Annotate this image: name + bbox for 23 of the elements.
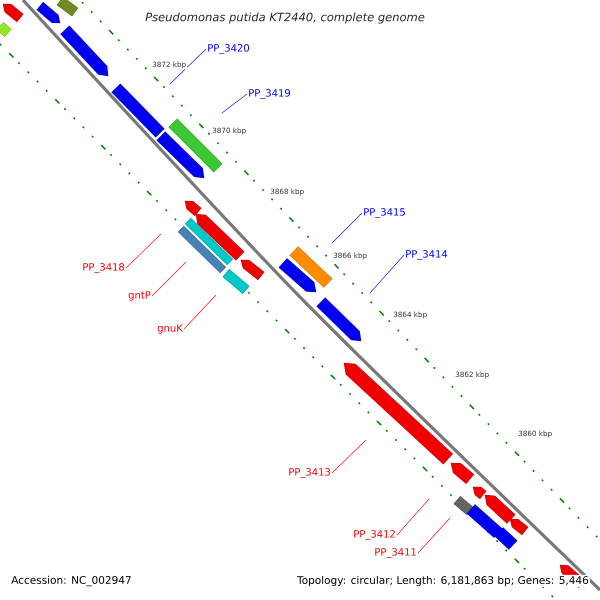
leader-line [332, 212, 362, 244]
leader-line [222, 94, 248, 114]
gene-label: gnuK [158, 324, 184, 334]
leader-line [170, 48, 206, 84]
leader-line [418, 518, 450, 554]
leader-line [396, 498, 430, 536]
footer-text: Accession: NC_002947 [10, 574, 133, 588]
gene-label: PP_3420 [208, 44, 250, 54]
gene-label: PP_3415 [364, 208, 405, 218]
gene-label: PP_3419 [249, 89, 290, 99]
leader-line [370, 254, 404, 294]
gene-label: PP_3418 [83, 263, 124, 273]
gene-label: PP_3414 [406, 250, 448, 260]
leader-line [184, 294, 216, 330]
gene-label: gntP [128, 291, 150, 301]
title: Pseudomonas putida KT2440, complete genome [146, 12, 424, 24]
gene-label: PP_3413 [289, 468, 330, 478]
gene-label: PP_3411 [375, 548, 416, 558]
footer-text: Topology: circular; Length: 6,181,863 bp; Genes: 5,446 [296, 574, 590, 588]
gene-label: PP_3412 [354, 530, 395, 540]
leader-line [126, 234, 162, 268]
leader-line [152, 262, 186, 296]
leader-line [332, 440, 366, 474]
